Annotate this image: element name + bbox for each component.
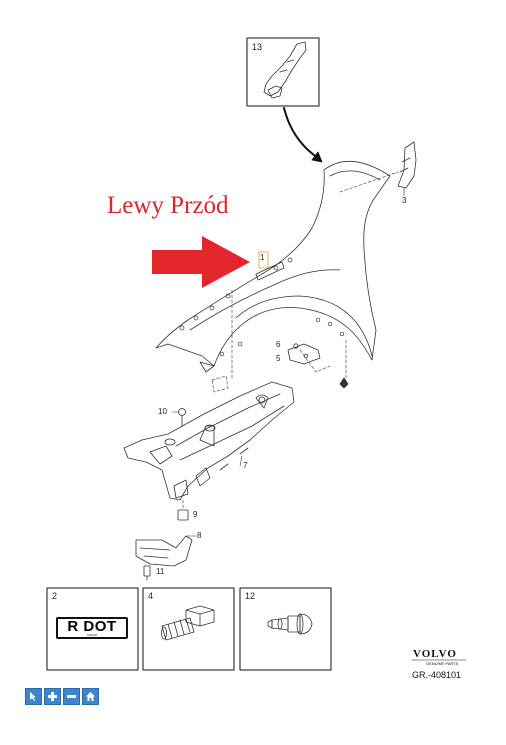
part-10-bolt xyxy=(178,408,186,416)
side-label: Lewy Przód xyxy=(107,192,229,219)
bolt-icon xyxy=(161,605,215,641)
callout-10: 10 xyxy=(158,407,167,416)
part-3-bracket xyxy=(397,141,417,189)
detail-box-4-number: 4 xyxy=(148,591,154,601)
part-7-support xyxy=(123,381,295,501)
detail-box-13-number: 13 xyxy=(252,42,263,52)
detail-box-12-number: 12 xyxy=(245,591,256,601)
fender-outline xyxy=(155,160,391,367)
push-pin-icon xyxy=(267,613,313,635)
cursor-icon xyxy=(30,692,36,701)
brand-logo: VOLVO xyxy=(413,648,457,660)
part-5-bracket xyxy=(287,343,321,365)
brand-tagline: GENUINE PARTS xyxy=(426,661,459,666)
callout-9: 9 xyxy=(193,510,198,519)
zoom-out-button[interactable] xyxy=(63,688,80,705)
detail-box-2-number: 2 xyxy=(52,591,58,601)
home-button[interactable] xyxy=(82,688,99,705)
detail-box-13 xyxy=(246,37,320,107)
part-8-bracket xyxy=(135,535,193,567)
callout-11: 11 xyxy=(156,567,165,576)
pointer-button[interactable] xyxy=(25,688,42,705)
zoom-in-button[interactable] xyxy=(44,688,61,705)
rdot-plate-container: R DOT VOLVO xyxy=(47,588,138,670)
part-9-nut xyxy=(177,509,189,521)
detail-box-12 xyxy=(239,587,332,671)
clip-bracket-icon xyxy=(263,41,307,97)
part-11-screw xyxy=(143,565,151,577)
red-arrow xyxy=(152,236,250,288)
zoom-toolbar xyxy=(25,688,99,705)
callout-7: 7 xyxy=(243,461,248,470)
callout-5: 5 xyxy=(276,354,281,363)
pointer-arrow-13 xyxy=(283,107,319,159)
callout-1: 1 xyxy=(260,253,265,262)
minus-icon xyxy=(67,695,76,698)
callout-8: 8 xyxy=(197,531,202,540)
detail-box-2 xyxy=(46,587,139,671)
plus-icon xyxy=(48,692,57,701)
rdot-small-text: VOLVO xyxy=(86,632,98,637)
callout-6: 6 xyxy=(276,340,281,349)
rdot-text: R DOT xyxy=(67,617,117,635)
rdot-plate-icon: R DOT VOLVO xyxy=(56,617,128,639)
callout-3: 3 xyxy=(402,196,407,205)
reference-code: GR.-408101 xyxy=(412,670,462,680)
detail-box-4 xyxy=(142,587,235,671)
home-icon xyxy=(86,692,95,701)
